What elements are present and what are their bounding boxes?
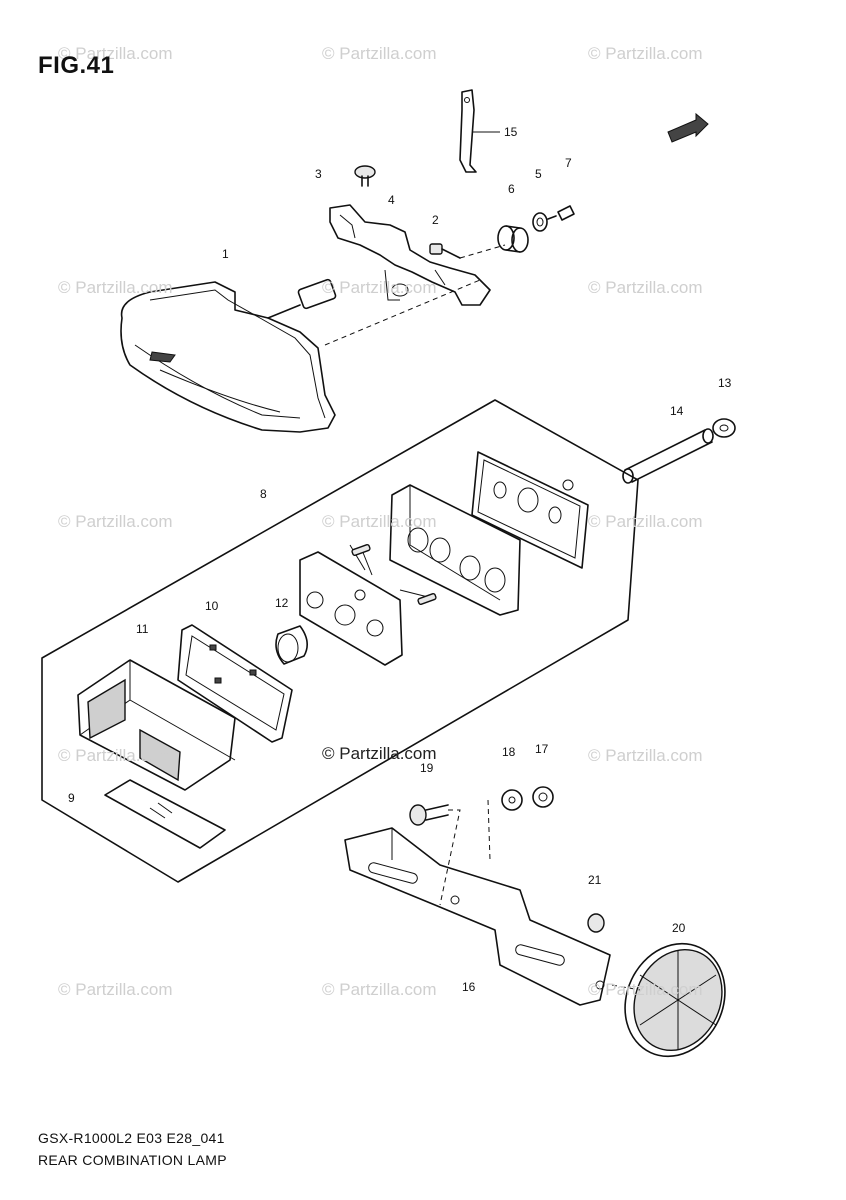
callout-11: 11 <box>136 622 149 636</box>
section-name: REAR COMBINATION LAMP <box>38 1152 227 1168</box>
screw-3 <box>354 165 376 187</box>
nut-17 <box>532 786 554 808</box>
nut-21 <box>587 913 605 933</box>
lens-11 <box>77 659 236 791</box>
watermark: © Partzilla.com <box>588 44 703 63</box>
callout-8: 8 <box>260 487 267 501</box>
callout-3: 3 <box>315 167 322 181</box>
watermark: © Partzilla.com <box>322 44 437 63</box>
watermark: © Partzilla.com <box>322 980 437 999</box>
figure-title: FIG.41 <box>38 52 115 79</box>
callout-labels: 1 2 3 4 5 6 7 8 9 10 11 12 13 14 15 16 1… <box>68 125 732 994</box>
model-code: GSX-R1000L2 E03 E28_041 <box>38 1130 225 1146</box>
gasket-10 <box>177 624 293 743</box>
screw-7 <box>547 205 575 221</box>
bulb-12 <box>275 625 308 665</box>
callout-18: 18 <box>502 745 516 759</box>
bracket-4 <box>329 204 491 306</box>
lamp-subassembly-boundary <box>41 399 639 883</box>
callout-20: 20 <box>672 921 686 935</box>
callout-1: 1 <box>222 247 229 261</box>
callout-17: 17 <box>535 742 549 756</box>
callout-6: 6 <box>508 182 515 196</box>
rod-14 <box>622 428 714 484</box>
front-arrow-icon <box>667 112 709 143</box>
watermark: © Partzilla.com <box>588 980 703 999</box>
watermark: © Partzilla.com <box>58 980 173 999</box>
assembly-line-1 <box>324 279 481 346</box>
watermark: © Partzilla.com <box>588 746 703 765</box>
watermark: © Partzilla.com <box>322 278 437 297</box>
watermark: © Partzilla.com <box>588 278 703 297</box>
watermark: © Partzilla.com <box>58 512 173 531</box>
strap-15 <box>459 89 500 173</box>
lamp-reflector <box>389 484 521 616</box>
cap-13 <box>712 418 736 438</box>
watermark: © Partzilla.com <box>322 512 437 531</box>
screw-19 <box>409 804 461 906</box>
callout-21: 21 <box>588 873 602 887</box>
reflector-plate-9 <box>104 779 226 849</box>
callout-7: 7 <box>565 156 572 170</box>
callout-19: 19 <box>420 761 434 775</box>
bolt-2 <box>429 243 506 259</box>
watermark: © Partzilla.com <box>588 512 703 531</box>
collar-6 <box>497 225 529 253</box>
callout-15: 15 <box>504 125 518 139</box>
bracket-16 <box>344 827 611 1006</box>
callout-2: 2 <box>432 213 439 227</box>
watermark: © Partzilla.com <box>58 746 173 765</box>
watermark: © Partzilla.com <box>58 278 173 297</box>
washer-18 <box>487 789 523 861</box>
washer-5 <box>532 212 548 232</box>
callout-14: 14 <box>670 404 684 418</box>
callout-16: 16 <box>462 980 476 994</box>
callout-10: 10 <box>205 599 219 613</box>
callout-13: 13 <box>718 376 732 390</box>
tail-lamp-housing <box>120 278 337 433</box>
callout-5: 5 <box>535 167 542 181</box>
gasket-rear <box>471 451 589 569</box>
callout-9: 9 <box>68 791 75 805</box>
reflector-20 <box>611 942 726 1058</box>
callout-12: 12 <box>275 596 289 610</box>
callout-4: 4 <box>388 193 395 207</box>
watermark-center: © Partzilla.com <box>322 744 437 763</box>
watermark: © Partzilla.com <box>58 44 173 63</box>
socket-plate <box>299 543 437 666</box>
